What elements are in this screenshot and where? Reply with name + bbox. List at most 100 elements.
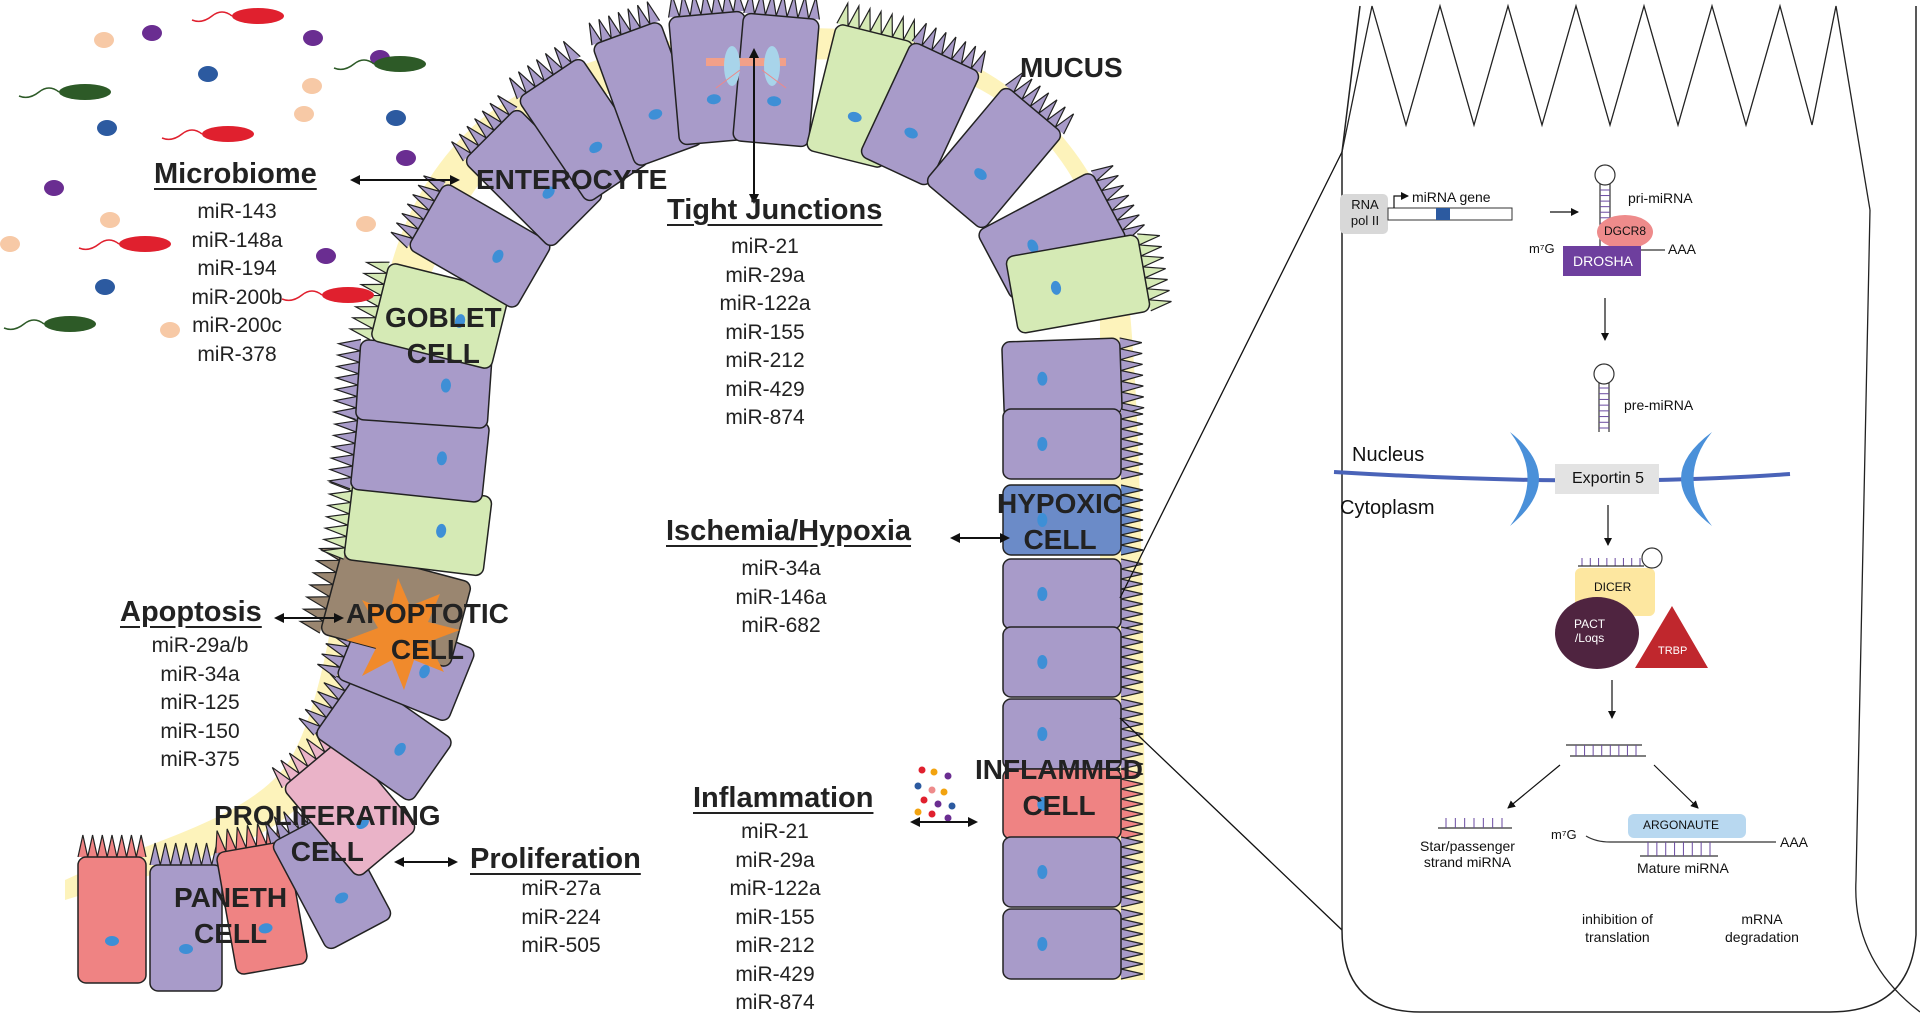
enterocyte-cell [390,175,551,308]
paneth-cell-body [77,856,147,984]
enterocyte-microvilli [743,0,821,20]
cytokine-dot [930,768,938,776]
neighbor-cell-outline [1855,209,1920,1013]
enterocyte-microvilli [1120,836,1144,908]
enterocyte-cell [926,71,1075,229]
cytokine-dot [944,814,952,822]
microbe-cell [294,106,314,122]
goblet-cell-body [371,263,509,369]
enterocyte-cell [588,1,703,166]
enterocyte-cell [1002,698,1144,770]
nucleus-dot [1037,513,1048,527]
mirna-item: miR-212 [735,934,815,957]
goblet-cell [347,261,509,369]
mucus-label: MUCUS [1020,52,1123,83]
nucleus-dot [1037,937,1048,951]
mirna-item: miR-212 [725,349,805,372]
enterocyte-microvilli [1120,698,1144,770]
nucleus-dot [648,109,663,120]
nucleus-dot [419,664,430,679]
microbe-cell [97,120,117,136]
mirna-item: miR-505 [521,934,601,957]
enterocyte-cell [326,408,490,503]
nucleus-dot [1037,797,1048,811]
mirna-item: miR-429 [735,962,815,986]
mirna-item: miR-375 [160,748,240,771]
mirna-gene-label: miRNA gene [1412,189,1491,205]
mirna-item: miR-146a [735,585,827,609]
paneth-cell [77,834,147,984]
goblet-cell-body [1005,234,1151,334]
enterocyte-microvilli [508,40,581,100]
cytokine-dot [918,766,926,774]
bacterium-flagellum [78,239,120,251]
exportin-5-label: Exportin 5 [1572,470,1645,487]
mirna-item: miR-21 [731,235,799,258]
microbe-cell [94,32,114,48]
inflamed-cell-label: INFLAMMED CELL [975,754,1143,821]
nucleus-dot [1027,239,1039,253]
apoptotic-burst [346,578,460,690]
drosha-shape [1563,246,1641,276]
nucleus-dot [436,523,447,538]
nucleus-dot [1037,655,1048,669]
microbe-cell [198,66,218,82]
epithelial-cells [77,0,1172,992]
bacterium-flagellum [18,87,60,99]
enterocyte-cell-body [1002,908,1122,980]
bacterium-rod [232,8,284,24]
hypoxic-cell-label: HYPOXIC CELL [997,488,1124,555]
trbp-label: TRBP [1658,645,1688,657]
mirna-item: miR-27a [521,877,601,900]
enterocyte-microvilli [911,22,987,74]
pact-shape [1555,597,1639,669]
nucleus-dot [436,451,447,466]
hypoxic-cell [1002,484,1144,556]
inflammation-title: Inflammation [693,782,874,814]
enlarged-cell-outline [1341,5,1917,1013]
nucleus-dot [334,892,349,904]
tight-junction-icon [706,46,787,89]
proliferating-cell-label: PROLIFERATING CELL [214,800,441,867]
enterocyte-cell [1002,908,1144,980]
paneth-cell-label: PANETH CELL [174,882,288,949]
mirna-item: miR-21 [741,820,809,843]
nucleus-dot [542,186,555,199]
enterocyte-cell-body [409,184,551,308]
goblet-microvilli [836,0,916,43]
enterocyte-cell-body [926,87,1062,229]
pact-loqs-label: PACT /Loqs [1574,617,1606,645]
nucleus-dot [1050,280,1062,295]
enterocyte-label: ENTEROCYTE [476,164,668,195]
nucleus-dot [589,141,603,154]
m7g-bottom-label: m⁷G [1551,827,1577,842]
bacterium-flagellum [281,290,323,302]
nucleus-dot [394,742,406,756]
nucleus-dot [904,127,918,139]
goblet-cell-label: GOBLET CELL [385,302,502,369]
enterocyte-microvilli [149,842,223,866]
cytokine-dot [928,786,936,794]
enterocyte-cell [1002,626,1144,698]
mirna-item: miR-34a [741,557,821,580]
enterocyte-cell [1002,408,1144,480]
drosha-label: DROSHA [1573,253,1633,269]
pri-mirna-label: pri-miRNA [1628,190,1693,206]
enterocyte-microvilli [326,408,360,490]
mrna-degradation-label: mRNA degradation [1725,911,1799,945]
bacterium-rod [322,287,374,303]
enterocyte-cell [1002,836,1144,908]
cytokine-dot [944,772,952,780]
proliferating-cell-body [284,740,416,876]
mirna-item: miR-429 [725,377,805,401]
inflamed-cell [1002,768,1144,840]
cytoplasm-label: Cytoplasm [1340,497,1435,519]
cytokine-dot [914,782,922,790]
tight-junctions-title: Tight Junctions [667,194,883,226]
mirna-item: miR-122a [719,292,811,315]
